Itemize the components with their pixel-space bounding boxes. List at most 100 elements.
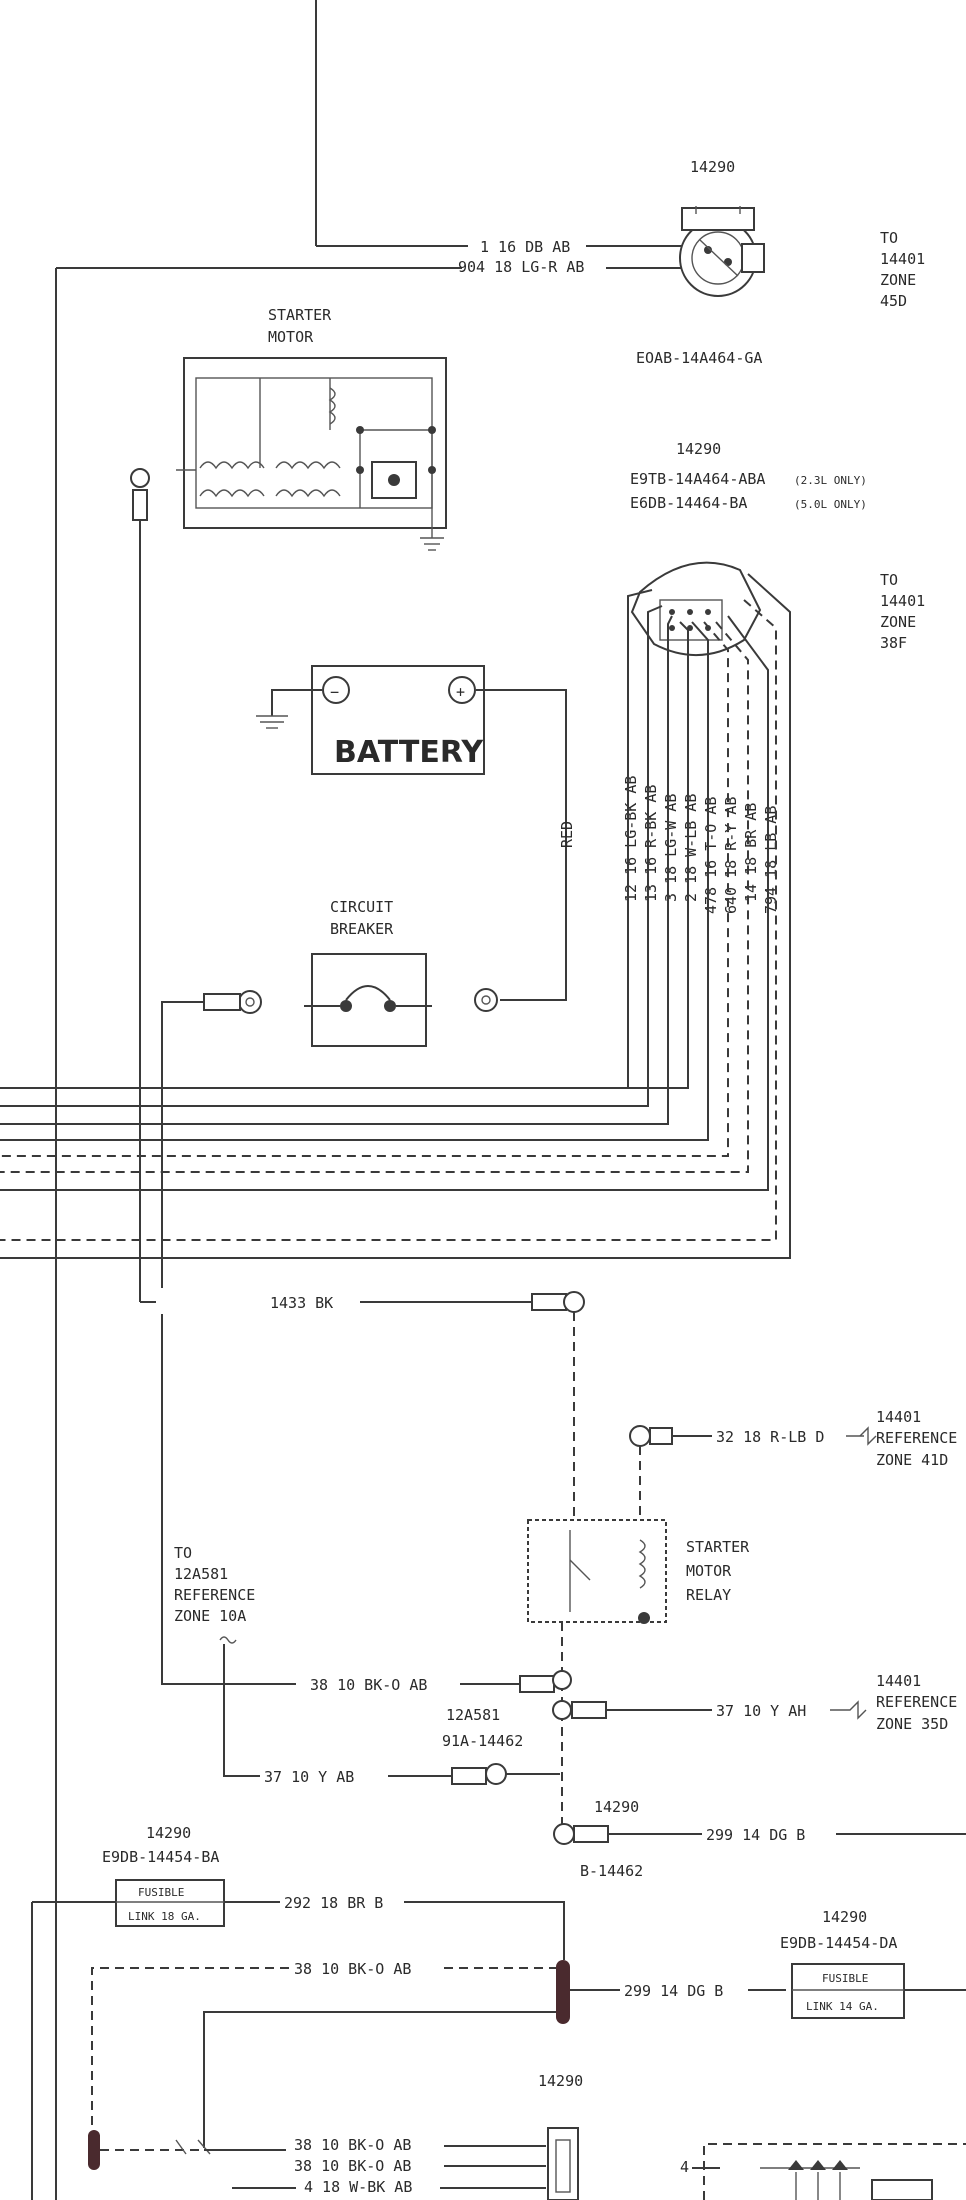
harness-wire-3: 3 18 LG-W AB (662, 794, 680, 902)
fusible-right-line-1: FUSIBLE (822, 1972, 868, 1985)
left-reference: TO 12A581 REFERENCE ZONE 10A (174, 1544, 255, 1644)
motor-ground-icon (420, 508, 444, 551)
fusible-left-part: E9DB-14454-BA (102, 1848, 219, 1866)
wire-38-label: 38 10 BK-O AB (310, 1676, 427, 1694)
mid-connector-note-2: (5.0L ONLY) (794, 498, 867, 511)
ref-35d-line-2: REFERENCE (876, 1693, 957, 1711)
splice-label-2: 91A-14462 (442, 1732, 523, 1750)
harness-wire-6: 640 18 R-Y AB (722, 797, 740, 914)
mid-to-line-1: TO (880, 571, 898, 589)
low-connector-id: 14290 (594, 1798, 639, 1816)
battery: BATTERY − + RED (256, 665, 576, 1001)
mid-connector-part-1: E9TB-14A464-ABA (630, 470, 765, 488)
left-ring-terminal (130, 468, 540, 1303)
harness-wire-8: 794 18 LB AB (762, 806, 780, 914)
circuit-breaker-label-2: BREAKER (330, 920, 394, 938)
bottom-wire-1: 38 10 BK-O AB (294, 2136, 411, 2154)
fusible-left-line-1: FUSIBLE (138, 1886, 184, 1899)
fusible-link-left: 14290 E9DB-14454-BA FUSIBLE LINK 18 GA. … (32, 1824, 565, 1960)
starter-motor: STARTER MOTOR (176, 306, 447, 551)
relay-input-wire: 32 18 R-LB D (716, 1428, 824, 1446)
ref-35d-line-3: ZONE 35D (876, 1715, 948, 1733)
bottom-wire-2: 38 10 BK-O AB (294, 2157, 411, 2175)
wire-37-left-label: 37 10 Y AB (264, 1768, 354, 1786)
splice-label-1: 12A581 (446, 1706, 500, 1724)
relay-label-3: RELAY (686, 1586, 731, 1604)
top-to-line-2: 14401 (880, 250, 925, 268)
starter-motor-relay: STARTER MOTOR RELAY (527, 1519, 750, 1830)
circuit-breaker-label-1: CIRCUIT (330, 898, 393, 916)
relay-label-1: STARTER (686, 1538, 750, 1556)
mid-connector-icon (630, 561, 762, 656)
harness-wire-labels: 12 16 LG-BK AB 13 16 R-BK AB 3 18 LG-W A… (622, 776, 780, 914)
mid-connector: 14290 E9TB-14A464-ABA (2.3L ONLY) E6DB-1… (630, 440, 925, 656)
ref-41d-line-2: REFERENCE (876, 1429, 957, 1447)
top-wire-1-label: 1 16 DB AB (480, 238, 570, 256)
starter-motor-frame (183, 357, 447, 529)
top-connector-id: 14290 (690, 158, 735, 176)
bottom-right-component: 4 (680, 2143, 966, 2200)
battery-ground-icon (256, 715, 288, 729)
ground-wire-label: 1433 BK (270, 1294, 333, 1312)
battery-label: BATTERY (334, 735, 484, 770)
starter-motor-label-1: STARTER (268, 306, 332, 324)
mid-connector-part-2: E6DB-14464-BA (630, 494, 747, 512)
left-ref-line-4: ZONE 10A (174, 1607, 246, 1625)
fusible-left-id: 14290 (146, 1824, 191, 1842)
fusible-right-id: 14290 (822, 1908, 867, 1926)
circuit-breaker: CIRCUIT BREAKER (161, 898, 500, 1685)
mid-connector-id: 14290 (676, 440, 721, 458)
top-wire-2-label: 904 18 LG-R AB (458, 258, 584, 276)
splice: 12A581 91A-14462 37 10 Y AB (223, 1644, 560, 1786)
top-to-line-4: 45D (880, 292, 907, 310)
mid-to-line-2: 14401 (880, 592, 925, 610)
fusible-left-line-2: LINK 18 GA. (128, 1910, 201, 1923)
left-feed-wires (31, 0, 468, 2200)
fusible-link-right: 14290 E9DB-14454-DA FUSIBLE LINK 14 GA. (780, 1908, 966, 2019)
ground-wire: 1433 BK (156, 1288, 585, 1540)
relay-input: 32 18 R-LB D 14401 REFERENCE ZONE 41D (629, 1408, 957, 1520)
harness-wire-1: 12 16 LG-BK AB (622, 776, 640, 902)
battery-cable-color: RED (558, 821, 576, 848)
harness-wire-2: 13 16 R-BK AB (642, 785, 660, 902)
battery-negative-sign: − (330, 683, 339, 701)
harness-wire-5: 478 16 T-O AB (702, 797, 720, 914)
mid-to-line-3: ZONE (880, 613, 916, 631)
top-to-line-3: ZONE (880, 271, 916, 289)
fusible-right-part: E9DB-14454-DA (780, 1934, 897, 1952)
ref-41d-line-3: ZONE 41D (876, 1451, 948, 1469)
bottom-pin-label: 4 (680, 2158, 689, 2176)
bottom-wire-3: 4 18 W-BK AB (304, 2178, 412, 2196)
battery-positive-sign: + (456, 683, 465, 701)
bottom-connector-id: 14290 (538, 2072, 583, 2090)
wire-38-dash-label: 38 10 BK-O AB (294, 1960, 411, 1978)
top-connector: 14290 1 16 DB AB 904 18 LG-R AB EOAB-14A… (458, 158, 925, 367)
harness-wires (0, 573, 791, 1259)
ref-41d-line-1: 14401 (876, 1408, 921, 1426)
fusible-right-line-2: LINK 14 GA. (806, 2000, 879, 2013)
top-to-line-1: TO (880, 229, 898, 247)
battery-positive-icon (448, 676, 476, 704)
splice-bar: 38 10 BK-O AB 299 14 DG B (91, 1960, 786, 2148)
mid-connector-note-1: (2.3L ONLY) (794, 474, 867, 487)
low-connector: 14290 299 14 DG B B-14462 (553, 1798, 966, 1880)
wire-37-right-label: 37 10 Y AH (716, 1702, 806, 1720)
relay-label-2: MOTOR (686, 1562, 732, 1580)
top-connector-icon (679, 206, 765, 297)
ref-35d-line-1: 14401 (876, 1672, 921, 1690)
wire-299-label: 299 14 DG B (706, 1826, 805, 1844)
b-14462-label: B-14462 (580, 1862, 643, 1880)
top-connector-part: EOAB-14A464-GA (636, 349, 762, 367)
harness-wire-4: 2 18 W-LB AB (682, 794, 700, 902)
bottom-connector: 14290 38 10 BK-O AB 38 10 BK-O AB 4 18 W… (88, 2072, 583, 2200)
starter-motor-label-2: MOTOR (268, 328, 314, 346)
harness-wire-7: 14 18 BR AB (742, 803, 760, 902)
wire-299-b-label: 299 14 DG B (624, 1982, 723, 2000)
left-ref-line-2: 12A581 (174, 1565, 228, 1583)
battery-negative-icon (322, 676, 350, 704)
mid-to-line-4: 38F (880, 634, 907, 652)
wire-292-label: 292 18 BR B (284, 1894, 383, 1912)
wire-38: 38 10 BK-O AB 37 10 Y AH 14401 REFERENCE… (296, 1670, 957, 1733)
left-ref-line-1: TO (174, 1544, 192, 1562)
